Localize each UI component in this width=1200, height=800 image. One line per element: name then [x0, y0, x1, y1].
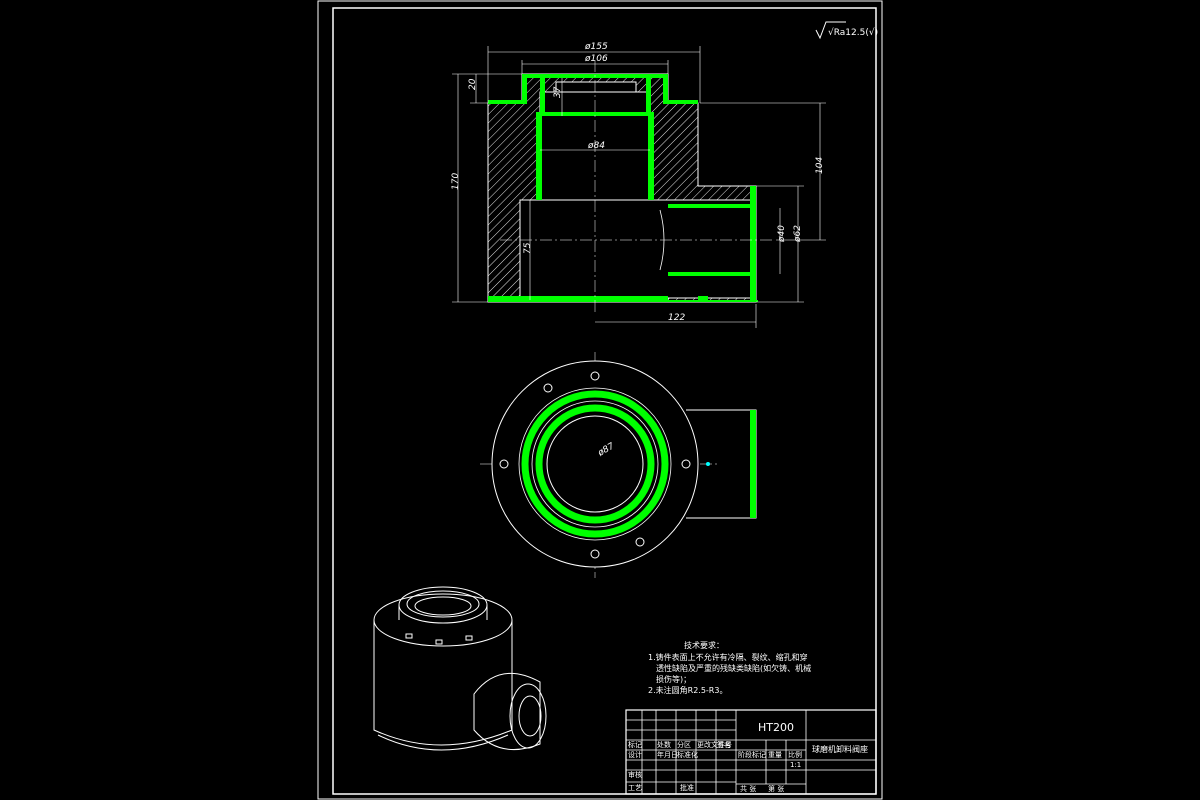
- bolt-holes: [499, 371, 691, 559]
- dim-h37: 37: [553, 86, 563, 98]
- inner-frame: [332, 7, 877, 795]
- tb-stage-mark: 阶段标记: [738, 750, 766, 759]
- isometric-view: [373, 586, 547, 751]
- tb-date: 年月日: [657, 750, 678, 759]
- dim-h75: 75: [523, 242, 533, 254]
- tb-scale-value: 1:1: [790, 761, 801, 769]
- dim-d84: ø84: [587, 141, 605, 151]
- title-block: [625, 709, 877, 795]
- tb-process: 工艺: [628, 784, 642, 792]
- dim-h20: 20: [468, 78, 478, 90]
- roughness-symbol: √Ra12.5(√): [815, 21, 878, 40]
- dim-d40: ø40: [777, 225, 787, 243]
- section-dimensions: [452, 46, 826, 328]
- tb-sheets-total: 共 张: [740, 784, 756, 793]
- tech-note-line-1: 1.铸件表面上不允许有冷隔、裂纹、缩孔和穿: [648, 652, 808, 662]
- iso-body: [373, 620, 513, 746]
- tb-standardize: 标准化: [677, 750, 698, 759]
- dim-w122: 122: [668, 313, 685, 323]
- outer-frame: [317, 0, 883, 800]
- tb-mark: 标记: [628, 740, 642, 749]
- tb-approve: 批准: [680, 783, 694, 792]
- top-view: ø87: [480, 352, 757, 578]
- dim-d155: ø155: [584, 42, 608, 52]
- tech-note-line-3: 损伤等)；: [656, 674, 691, 684]
- tb-weight: 重量: [768, 751, 782, 759]
- tech-note-line-2: 透性缺陷及严重的残缺类缺陷(如欠铸、机械: [656, 663, 811, 673]
- tb-count: 处数: [657, 740, 671, 749]
- tb-sheet-no: 第 张: [768, 784, 784, 793]
- material-label: HT200: [758, 721, 794, 734]
- section-view: [487, 60, 775, 315]
- roughness-label: √Ra12.5(√): [828, 27, 878, 38]
- green-ring-outer: [521, 390, 669, 538]
- technical-notes: 技术要求： 1.铸件表面上不允许有冷隔、裂纹、缩孔和穿 透性缺陷及严重的残缺类缺…: [648, 640, 811, 695]
- tb-zone: 分区: [677, 740, 691, 749]
- dim-h170: 170: [451, 173, 461, 190]
- green-ring-inner: [535, 404, 655, 524]
- dim-d62: ø62: [793, 225, 803, 243]
- dim-d106: ø106: [584, 54, 608, 64]
- tech-notes-title: 技术要求：: [684, 640, 724, 650]
- tb-scale-label: 比例: [788, 750, 802, 759]
- dim-h104: 104: [815, 157, 825, 174]
- part-name: 球磨机卸料阀座: [812, 744, 868, 754]
- tb-review: 审核: [628, 770, 642, 779]
- tb-change-no: 更改文件号: [697, 740, 732, 749]
- tb-sign: 签名: [717, 740, 731, 749]
- section-dimension-labels: ø155 ø106 ø84 20 37 170 104 75 ø40 ø62 1…: [451, 42, 825, 323]
- tech-note-line-4: 2.未注圆角R2.5-R3。: [648, 685, 727, 695]
- title-block-text: HT200 球磨机卸料阀座 标记 处数 分区 更改文件号 签名 设计 标准化 年…: [628, 721, 868, 793]
- tb-design: 设计: [628, 750, 642, 759]
